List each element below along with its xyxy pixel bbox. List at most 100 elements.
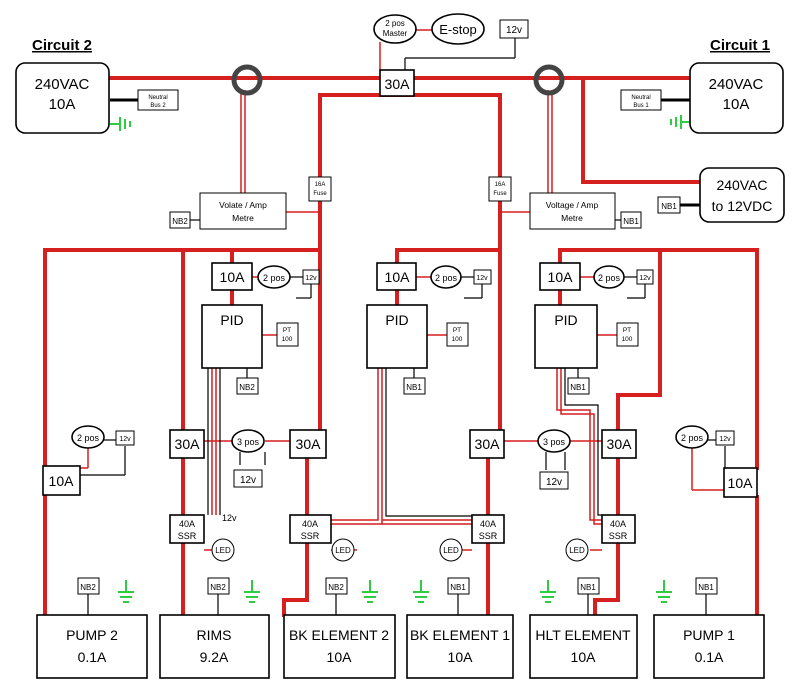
ground-icon (540, 580, 556, 603)
svg-text:NB2: NB2 (239, 383, 255, 392)
svg-text:PID: PID (385, 312, 408, 328)
svg-text:240VAC: 240VAC (709, 76, 764, 93)
svg-text:10A: 10A (220, 269, 246, 285)
led-hlt: LED (565, 538, 589, 562)
switch-3pos-left: 3 pos (231, 429, 265, 453)
svg-text:12v: 12v (240, 475, 256, 486)
svg-text:10A: 10A (728, 475, 754, 491)
svg-text:10A: 10A (571, 649, 597, 665)
fuse-10a-pump2: 10A (42, 465, 81, 496)
svg-text:Neutral: Neutral (631, 95, 650, 101)
svg-text:100: 100 (622, 336, 633, 343)
svg-text:12v: 12v (305, 275, 317, 282)
fuse-16a-left: 16A Fuse (308, 176, 332, 202)
v12-3pos-right: 12v (539, 471, 569, 490)
svg-text:SSR: SSR (178, 531, 197, 541)
fuse-30a-rims: 30A (169, 429, 205, 459)
ground-icon (118, 580, 134, 603)
svg-text:Fuse: Fuse (493, 191, 507, 197)
svg-text:Volate / Amp: Volate / Amp (219, 200, 267, 210)
pid-bk: PID (366, 304, 428, 369)
svg-text:16A: 16A (315, 182, 326, 188)
nb1-converter: NB1 (657, 196, 681, 214)
svg-text:PUMP 2: PUMP 2 (66, 627, 118, 643)
v12-3pos-left: 12v (233, 469, 263, 488)
meter-left: Volate / Amp Metre (199, 192, 287, 230)
ssr-bk2: 40A SSR (289, 514, 332, 544)
svg-text:10A: 10A (723, 96, 750, 113)
circuit2-supply: 240VAC 10A (15, 62, 110, 134)
nb2-rims: NB2 (207, 577, 230, 595)
svg-text:2 pos: 2 pos (385, 19, 405, 28)
nb1-pid-hlt: NB1 (567, 377, 590, 395)
svg-text:2 pos: 2 pos (77, 433, 100, 443)
svg-text:PID: PID (554, 312, 577, 328)
meter-right: Voltage / Amp Metre (529, 192, 616, 230)
svg-text:NB1: NB1 (570, 383, 586, 392)
v12-pump2: 12v (115, 430, 135, 446)
svg-text:0.1A: 0.1A (78, 649, 107, 665)
svg-text:30A: 30A (607, 436, 633, 452)
switch-3pos-right: 3 pos (537, 429, 571, 453)
ground-icon (110, 117, 131, 131)
led-bk1: LED (439, 538, 463, 562)
fuse-30a-bk1: 30A (469, 429, 505, 459)
ground-icon (656, 580, 672, 603)
svg-text:NB1: NB1 (450, 583, 466, 592)
svg-text:Bus 2: Bus 2 (150, 103, 166, 109)
nb1-hlt: NB1 (577, 577, 600, 595)
svg-text:E-stop: E-stop (439, 22, 477, 37)
svg-text:NB1: NB1 (406, 383, 422, 392)
svg-text:PT: PT (283, 327, 291, 334)
svg-text:BK ELEMENT 2: BK ELEMENT 2 (289, 627, 389, 643)
svg-text:NB2: NB2 (80, 583, 96, 592)
svg-text:40A: 40A (302, 519, 318, 529)
svg-text:2 pos: 2 pos (435, 273, 458, 283)
fuse-16a-right: 16A Fuse (488, 176, 512, 202)
load-pump1: PUMP 10.1A (653, 614, 765, 679)
v12-bk: 12v (473, 269, 492, 285)
svg-text:30A: 30A (175, 436, 201, 452)
svg-text:30A: 30A (475, 436, 501, 452)
converter-240vac-12vdc: 240VAC to 12VDC (699, 167, 785, 223)
v12-hlt: 12v (636, 269, 654, 285)
svg-text:0.1A: 0.1A (695, 649, 724, 665)
ground-symbols (110, 115, 690, 603)
svg-text:SSR: SSR (301, 531, 320, 541)
control-wiring (64, 29, 724, 551)
svg-text:to 12VDC: to 12VDC (712, 198, 773, 214)
svg-text:10A: 10A (327, 649, 353, 665)
load-bk-element-2: BK ELEMENT 2 10A (283, 614, 396, 679)
svg-text:12v: 12v (476, 275, 488, 282)
svg-text:3 pos: 3 pos (237, 437, 260, 447)
nb2-bk2: NB2 (325, 577, 348, 595)
svg-text:40A: 40A (610, 519, 626, 529)
nb1-meter: NB1 (620, 211, 642, 229)
svg-text:12v: 12v (546, 477, 562, 488)
load-pump2: PUMP 2 0.1A (36, 614, 148, 679)
svg-text:Master: Master (383, 29, 408, 38)
led-rims: LED (211, 538, 235, 562)
svg-text:9.2A: 9.2A (200, 649, 229, 665)
svg-text:NB2: NB2 (210, 583, 226, 592)
svg-text:PID: PID (220, 312, 243, 328)
svg-text:10A: 10A (448, 649, 474, 665)
neutral-bus-2: Neutral Bus 2 (137, 89, 179, 111)
fuse-10a-hlt: 10A (539, 262, 581, 291)
pid-hlt: PID (534, 304, 598, 369)
fuse-10a-pump1: 10A (723, 467, 758, 498)
svg-text:10A: 10A (49, 473, 75, 489)
svg-text:2 pos: 2 pos (681, 433, 704, 443)
svg-text:100: 100 (452, 336, 463, 343)
led-bk2: LED (331, 538, 355, 562)
switch-2pos-pump1: 2 pos (675, 425, 709, 449)
fuse-30a-bk2: 30A (289, 429, 327, 459)
svg-text:10A: 10A (548, 269, 574, 285)
svg-text:12v: 12v (719, 436, 731, 443)
estop-switch: E-stop (431, 13, 485, 45)
